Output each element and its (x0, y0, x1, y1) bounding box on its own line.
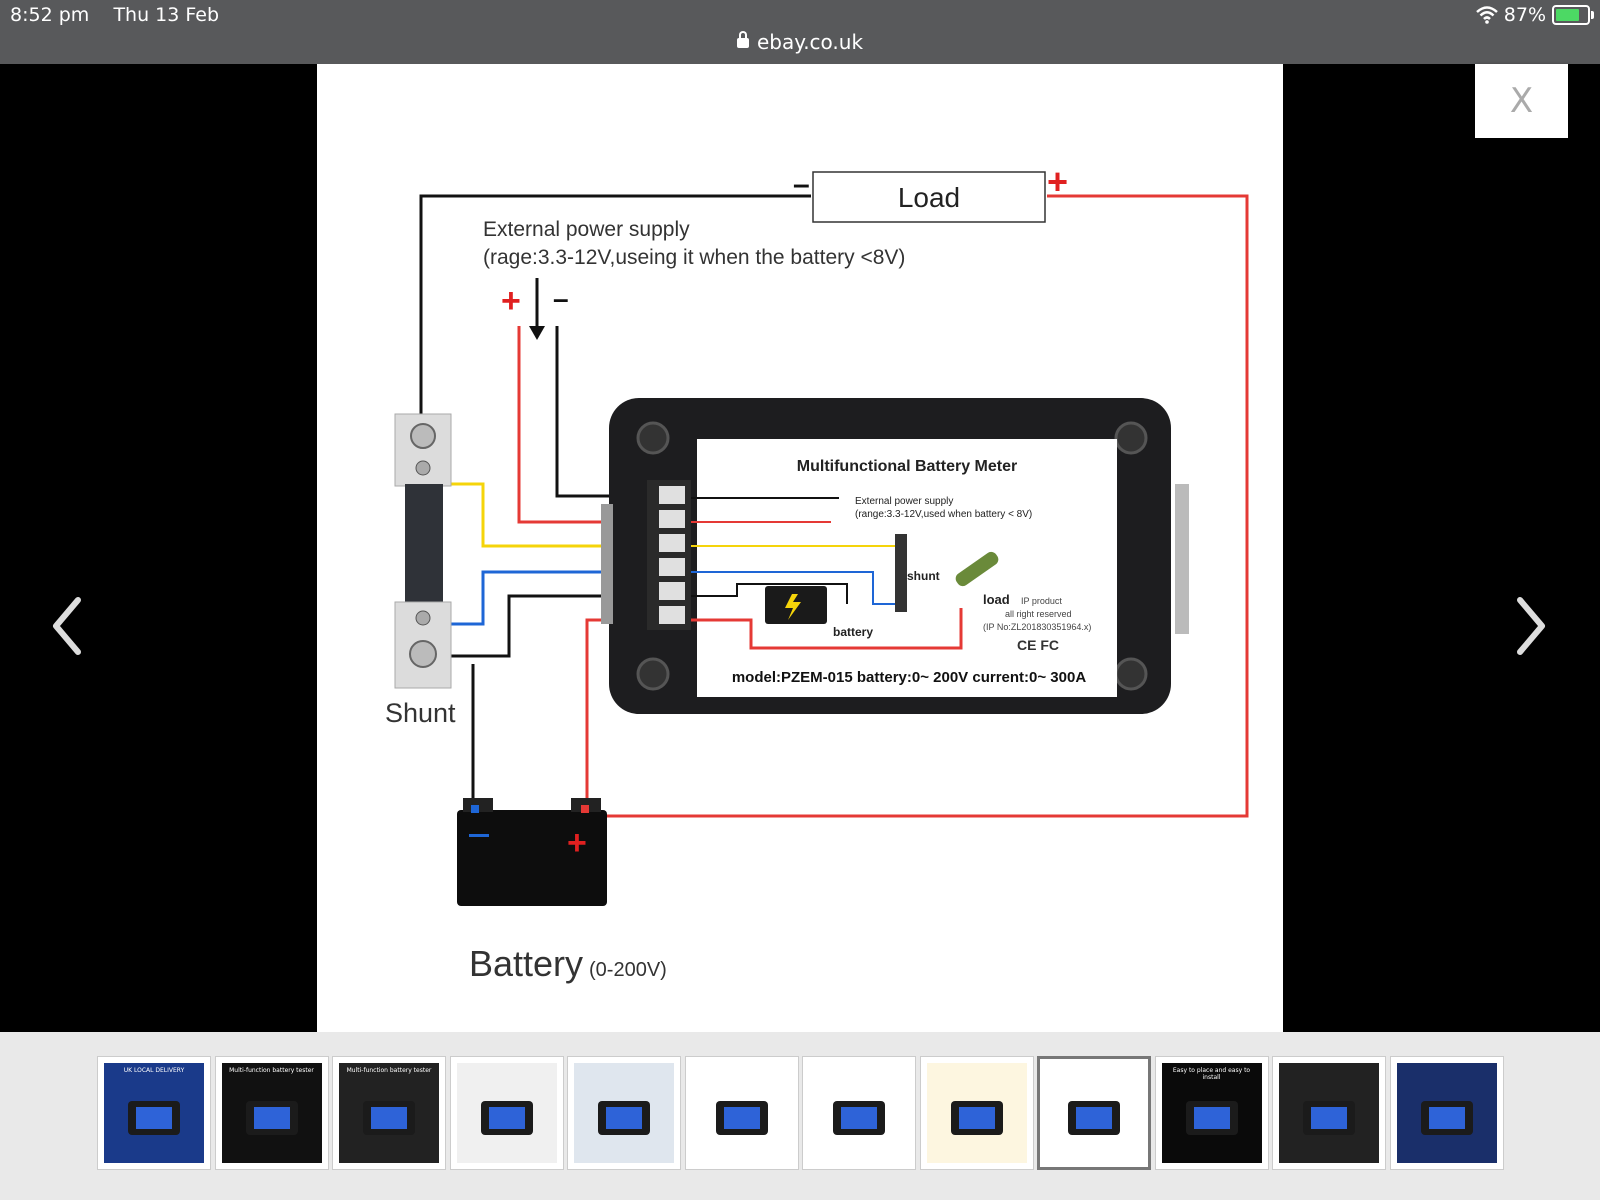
wire-load-negative (419, 194, 811, 434)
status-bar: 8:52 pm Thu 13 Feb ebay.co.uk 87% (0, 0, 1600, 64)
wire-shunt-black (429, 594, 617, 658)
thumbnail-9[interactable] (1037, 1056, 1151, 1170)
image-viewer: Load – + External power supply (rage:3.3… (0, 64, 1600, 1032)
shunt-device (394, 413, 452, 689)
load-label: Load (898, 182, 960, 213)
wire-blue (429, 570, 617, 626)
load-minus: – (793, 168, 810, 201)
thumbnail-strip: UK LOCAL DELIVERY Multi-function battery … (0, 1032, 1600, 1200)
thumbnail-5[interactable] (567, 1056, 681, 1170)
meter-ip2: all right reserved (1005, 609, 1072, 619)
load-box (812, 171, 1046, 223)
thumbnail-7[interactable] (802, 1056, 916, 1170)
battery-charging-icon (1552, 5, 1594, 25)
thumbnail-1[interactable]: UK LOCAL DELIVERY (97, 1056, 211, 1170)
meter-model: model:PZEM-015 battery:0~ 200V current:0… (732, 669, 1086, 686)
thumbnail-image (1279, 1063, 1379, 1163)
meter-title: Multifunctional Battery Meter (797, 458, 1017, 475)
thumbnail-image (574, 1063, 674, 1163)
status-time-date: 8:52 pm Thu 13 Feb (10, 4, 219, 26)
thumbnail-4[interactable] (449, 1056, 564, 1170)
thumbnail-image: Easy to place and easy to install (1161, 1063, 1262, 1163)
url-text: ebay.co.uk (756, 30, 864, 54)
lock-icon (736, 31, 749, 48)
load-plus: + (1047, 161, 1068, 202)
meter-shunt-label: shunt (907, 569, 940, 583)
ext-supply-line2: (rage:3.3-12V,useing it when the battery… (483, 246, 905, 269)
wifi-icon (1475, 6, 1498, 24)
battery-label: Battery (469, 943, 583, 984)
thumbnail-image: Multi-function battery tester (221, 1063, 322, 1163)
product-image: Load – + External power supply (rage:3.3… (317, 64, 1283, 1032)
status-right: 87% (1475, 4, 1594, 26)
thumbnail-image (456, 1063, 557, 1163)
thumbnail-3[interactable]: Multi-function battery tester (332, 1056, 446, 1170)
thumbnail-image (1396, 1063, 1497, 1163)
status-time: 8:52 pm (10, 4, 90, 26)
battery-range: (0-200V) (589, 959, 667, 981)
thumbnail-2[interactable]: Multi-function battery tester (214, 1056, 329, 1170)
wire-ext-negative (555, 326, 617, 498)
battery-plus: + (567, 824, 587, 862)
ext-supply-line1: External power supply (483, 218, 690, 241)
thumbnail-12[interactable] (1389, 1056, 1504, 1170)
wiring-diagram: Load – + External power supply (rage:3.3… (385, 161, 1249, 984)
thumbnail-image: UK LOCAL DELIVERY (104, 1063, 204, 1163)
battery-device: + (457, 798, 607, 906)
thumbnail-10[interactable]: Easy to place and easy to install (1154, 1056, 1269, 1170)
meter-ext-line2: (range:3.3-12V,used when battery < 8V) (855, 509, 1032, 520)
wire-ext-positive (517, 326, 617, 524)
ext-plus: + (501, 282, 521, 320)
meter-ip1: IP product (1021, 596, 1062, 606)
close-button[interactable]: X (1475, 64, 1568, 138)
thumbnail-caption: UK LOCAL DELIVERY (123, 1067, 185, 1074)
shunt-label: Shunt (385, 698, 456, 728)
thumbnail-11[interactable] (1272, 1056, 1386, 1170)
meter-battery-label: battery (833, 625, 873, 639)
ext-minus: – (553, 283, 569, 314)
chevron-left-icon[interactable] (48, 594, 88, 658)
thumbnail-image (691, 1063, 792, 1163)
meter-ip3: (IP No:ZL201830351964.x) (983, 622, 1091, 632)
wire-yellow (429, 482, 617, 548)
ext-arrow (529, 326, 545, 340)
meter-load-label: load (983, 592, 1010, 607)
battery-meter: Multifunctional Battery Meter External p… (601, 398, 1189, 714)
chevron-right-icon[interactable] (1510, 594, 1550, 658)
address-bar[interactable]: ebay.co.uk (0, 30, 1600, 54)
thumbnail-image: Multi-function battery tester (339, 1063, 439, 1163)
thumbnail-caption: Easy to place and easy to install (1172, 1067, 1251, 1081)
thumbnail-image (1044, 1063, 1144, 1163)
thumbnail-6[interactable] (684, 1056, 799, 1170)
thumbnail-image (809, 1063, 909, 1163)
thumbnail-caption: Multi-function battery tester (229, 1067, 314, 1074)
thumbnail-8[interactable] (919, 1056, 1034, 1170)
meter-ext-line1: External power supply (855, 496, 953, 507)
battery-percent: 87% (1503, 4, 1546, 26)
status-date: Thu 13 Feb (113, 4, 220, 26)
thumbnail-image (926, 1063, 1027, 1163)
thumbnail-caption: Multi-function battery tester (346, 1067, 432, 1074)
meter-cert: CE FC (1017, 637, 1059, 653)
